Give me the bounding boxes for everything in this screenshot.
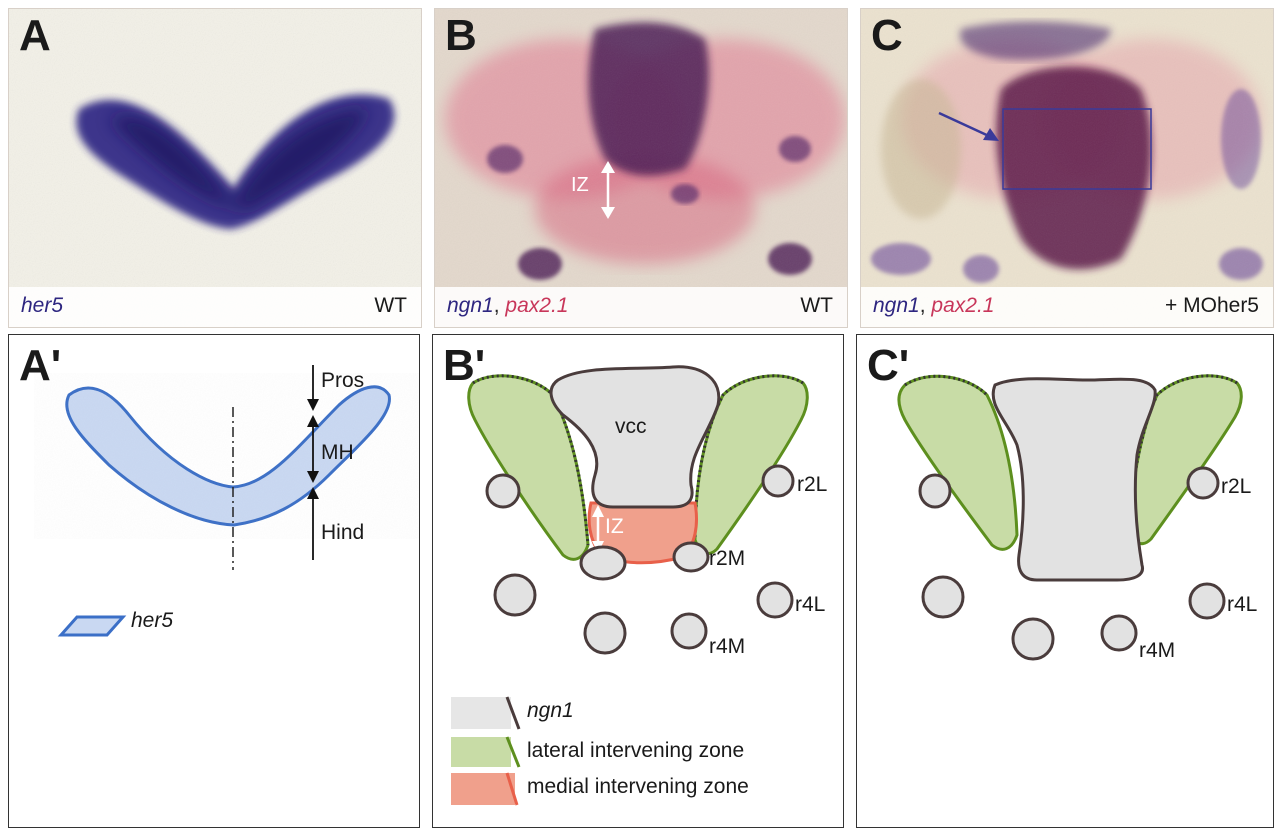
panel-b-prime: B' vcc IZ r2L r2M r4L r4M ngn1 lateral i… [432,334,844,828]
c-r2l-label: r2L [1221,475,1252,498]
legend-ngn1: ngn1 [527,699,574,722]
panel-b-photo: IZ B ngn1, pax2.1 WT [434,8,848,328]
c-r4m-label: r4M [1139,639,1176,662]
hind-label: Hind [321,521,365,544]
mh-label: MH [321,441,354,464]
panel-c-caption: ngn1, pax2.1 + MOher5 [861,287,1273,327]
panel-c-genes: ngn1, pax2.1 [873,294,995,317]
her5-schematic [57,365,391,637]
panel-a-prime-letter: A' [19,341,62,390]
vcc-label: vcc [615,415,647,438]
her5-expression-image [9,9,421,327]
panel-c-condition: + MOher5 [1165,294,1259,317]
panel-a-caption: her5 WT [9,287,421,327]
panel-c-prime-letter: C' [867,341,910,390]
iz-schematic-label: IZ [605,515,624,538]
wt-schematic [451,365,809,806]
r4m-label: r4M [709,635,746,658]
legend-medial: medial intervening zone [527,775,749,798]
panel-b-letter: B [445,11,477,60]
panel-a-gene-label: her5 [21,294,64,317]
panel-b-condition: WT [800,294,833,317]
panel-b-caption: ngn1, pax2.1 WT [435,287,847,327]
panel-a-photo: A her5 WT [8,8,422,328]
morpholino-schematic [897,374,1243,661]
panel-a-prime: A' Pros MH Hind her5 [8,334,420,828]
legend-lateral: lateral intervening zone [527,739,745,762]
ngn1-pax2-expression-image [435,9,847,327]
panel-b-genes: ngn1, pax2.1 [447,294,569,317]
panel-b-prime-letter: B' [443,341,486,390]
her5-legend-label: her5 [131,609,174,632]
pros-label: Pros [321,369,365,392]
c-r4l-label: r4L [1227,593,1258,616]
r4l-label: r4L [795,593,826,616]
panel-c-letter: C [871,11,903,60]
panel-a-letter: A [19,11,51,60]
panel-c-prime: C' r2L r4L r4M [856,334,1274,828]
r2l-label: r2L [797,473,828,496]
iz-label: IZ [571,174,589,196]
panel-a-condition: WT [374,294,407,317]
panel-c-photo: C ngn1, pax2.1 + MOher5 [860,8,1274,328]
morpholino-expression-image [861,9,1273,327]
r2m-label: r2M [709,547,746,570]
